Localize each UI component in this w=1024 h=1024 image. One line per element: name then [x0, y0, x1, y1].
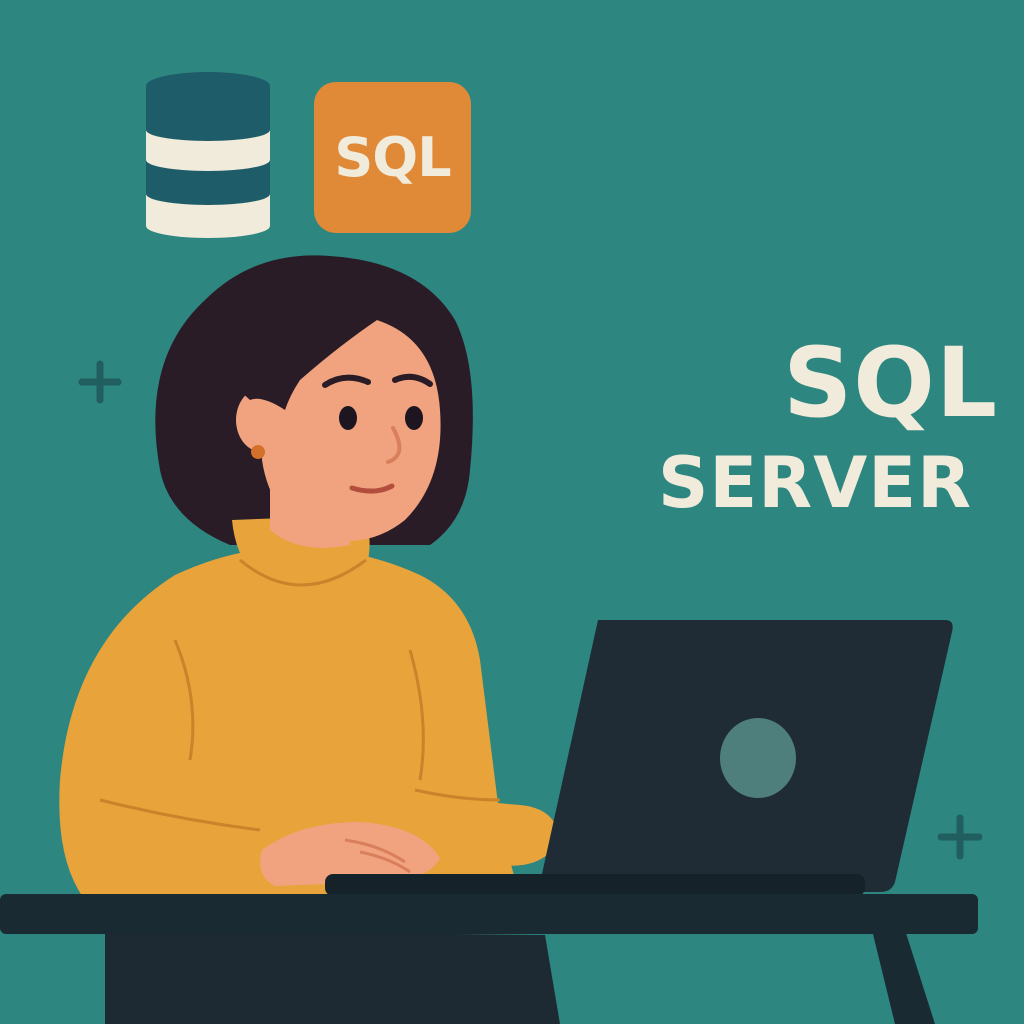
- finger-line: [359, 850, 411, 874]
- desk: [0, 894, 978, 1024]
- plus-icon: [78, 360, 122, 404]
- nose: [386, 426, 402, 464]
- eyebrow: [392, 373, 433, 387]
- headline-server: SERVER: [657, 442, 972, 524]
- sleeve-crease: [414, 788, 501, 802]
- plus-icon: [937, 814, 983, 860]
- earring: [251, 445, 265, 459]
- database-icon: [146, 72, 270, 238]
- headline-sql: SQL: [783, 327, 998, 439]
- laptop-logo-icon: [720, 718, 796, 798]
- eyebrow: [322, 374, 371, 388]
- turtleneck-fold: [239, 558, 367, 587]
- hair-front: [228, 274, 430, 410]
- legs: [105, 930, 560, 1024]
- laptop-base: [325, 874, 865, 896]
- sleeve-crease: [99, 798, 261, 832]
- eye: [405, 406, 423, 430]
- sweater-crease: [408, 649, 425, 781]
- hands: [260, 822, 440, 886]
- sql-badge-label: SQL: [334, 126, 451, 189]
- sweater-crease: [173, 639, 195, 761]
- sql-badge-icon: SQL: [314, 82, 471, 233]
- woman-figure: [59, 255, 560, 1024]
- finger-line: [344, 838, 406, 864]
- laptop: [325, 620, 953, 896]
- eye: [339, 406, 357, 430]
- mouth: [349, 483, 395, 494]
- desk-top: [0, 894, 978, 934]
- desk-leg: [872, 930, 935, 1024]
